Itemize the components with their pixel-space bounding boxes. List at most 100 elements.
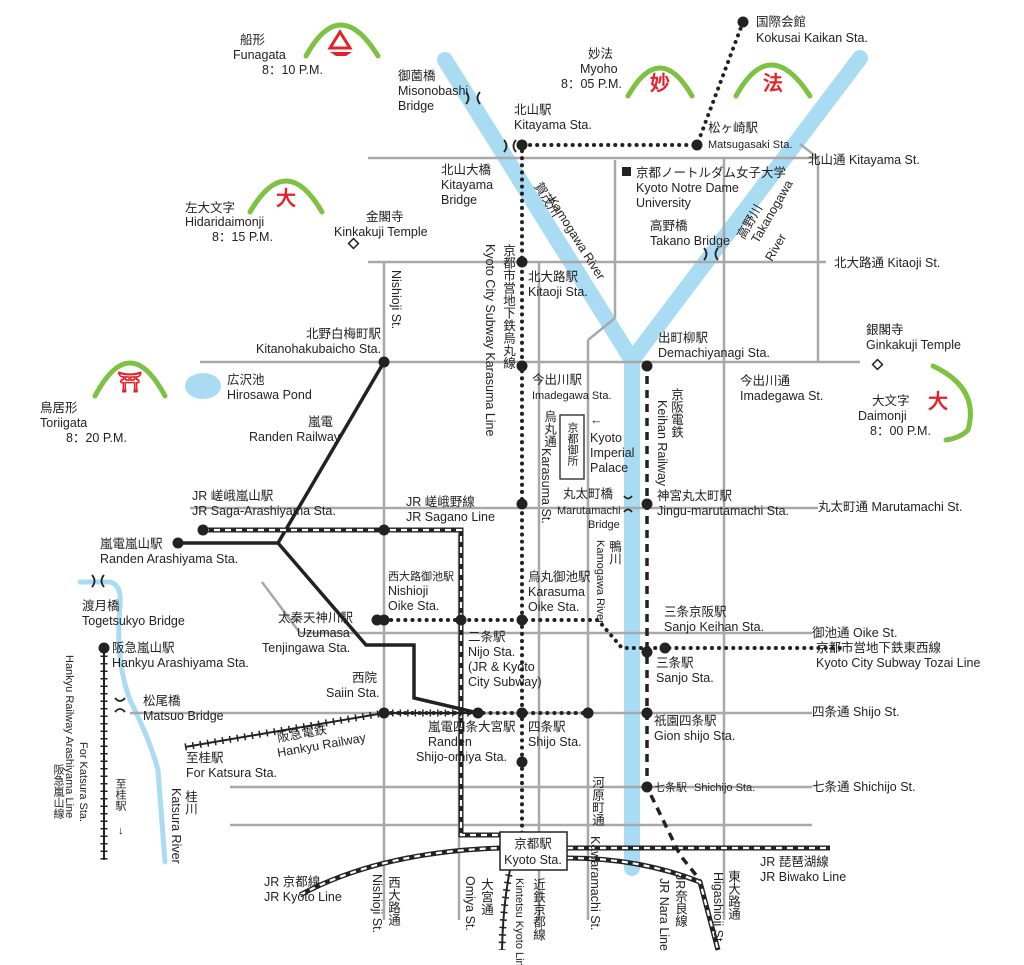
sanjo-ja: 三条駅 xyxy=(656,656,694,670)
bonfire-hills xyxy=(92,22,973,443)
toriigata-ja: 鳥居形 xyxy=(40,400,78,415)
station-kitaoji[interactable] xyxy=(516,256,528,268)
kitanohakubaicho-ja: 北野白梅町駅 xyxy=(306,326,382,341)
station-shijo-omiya[interactable] xyxy=(472,707,484,719)
funagata-ja: 船形 xyxy=(240,33,266,47)
station-saga[interactable] xyxy=(197,524,209,536)
palace-ja: 京都御所 xyxy=(566,421,579,467)
matsugasaki-en: Matsugasaki Sta. xyxy=(708,139,792,151)
myoho-time: 8：05 P.M. xyxy=(561,77,622,91)
daimonji-en: Daimonji xyxy=(858,409,907,423)
randen-railway xyxy=(178,361,479,715)
biwako-en: JR Biwako Line xyxy=(760,870,846,884)
uzumasa-en1: Uzumasa xyxy=(297,626,350,640)
station-nijo[interactable] xyxy=(455,614,467,626)
ginkakuji-en: Ginkakuji Temple xyxy=(866,338,961,352)
nishioji-st-ja: 西大路通 xyxy=(386,876,400,926)
jingu-en: Jingu-marutamachi Sta. xyxy=(657,504,789,518)
togetsukyo-en: Togetsukyo Bridge xyxy=(82,614,185,628)
station-gojo[interactable] xyxy=(516,756,528,768)
station-imadegawa[interactable] xyxy=(516,360,528,372)
station-emmachi[interactable] xyxy=(378,524,390,536)
station-demachiyanagi[interactable] xyxy=(641,360,653,372)
takano-ja: 高野橋 xyxy=(650,218,688,233)
biwako-ja: JR 琵琶湖線 xyxy=(760,854,829,869)
station-shichijo[interactable] xyxy=(641,781,653,793)
karasuma-line-en: Kyoto City Subway Karasuma Line xyxy=(483,244,497,437)
station-randen-arashiyama[interactable] xyxy=(172,537,184,549)
shijo-omiya-en1: Randen xyxy=(428,735,472,749)
station-kitanohakubaicho[interactable] xyxy=(378,356,390,368)
station-sanjo-keihan[interactable] xyxy=(659,642,671,654)
shichijo-st: 七条通 Shichijo St. xyxy=(812,780,916,794)
hankyu-arashiyama-sta-ja: 阪急嵐山駅 xyxy=(112,640,175,655)
notre-dame-ja: 京都ノートルダム女子大学 xyxy=(636,165,786,180)
station-sanjo[interactable] xyxy=(641,646,653,658)
karasuma-oike-ja: 烏丸御池駅 xyxy=(528,569,591,584)
hirosawa-en: Hirosawa Pond xyxy=(227,388,312,402)
omiya-st-ja: 大宮通 xyxy=(479,878,493,916)
kitaoji-sta-ja: 北大路駅 xyxy=(528,269,579,284)
station-kokusai[interactable] xyxy=(737,16,749,28)
imadegawa-sta-en: Imadegawa Sta. xyxy=(532,390,612,402)
station-marutamachi[interactable] xyxy=(516,498,528,510)
nijo-en3: City Subway) xyxy=(468,675,542,689)
daimonji-time: 8：00 P.M. xyxy=(870,424,931,438)
station-nishioji-oike[interactable] xyxy=(378,614,390,626)
katsura-sta-ja: 至桂駅 xyxy=(186,750,224,765)
kitayama-st: 北山通 Kitayama St. xyxy=(808,153,920,167)
station-shijo[interactable] xyxy=(516,707,528,719)
katsura-river xyxy=(77,579,168,865)
takano-en: Takano Bridge xyxy=(650,234,730,248)
sagano-en: JR Sagano Line xyxy=(406,510,495,524)
jr-kyoto-ja: JR 京都線 xyxy=(264,874,321,889)
hidaridaimonji-en: Hidaridaimonji xyxy=(185,215,264,229)
nara-en: JR Nara Line xyxy=(657,878,671,951)
toriigata-en: Toriigata xyxy=(40,416,87,430)
daimonji-char: 大 xyxy=(928,389,948,413)
saga-ja: JR 嵯峨嵐山駅 xyxy=(192,489,274,503)
uzumasa-en2: Tenjingawa Sta. xyxy=(262,641,350,655)
jr-kyoto-en: JR Kyoto Line xyxy=(264,890,342,904)
marutamachi-bridge-ja: 丸太町橋 xyxy=(563,486,614,501)
notre-dame-en1: Kyoto Notre Dame xyxy=(636,181,739,195)
for-katsura-en-vertical: For Katsura Sta. xyxy=(77,742,89,822)
sanjo-en: Sanjo Sta. xyxy=(656,671,714,685)
karasuma-oike-en2: Oike Sta. xyxy=(528,600,579,614)
saiin-en: Saiin Sta. xyxy=(326,686,380,700)
nishioji-oike-en2: Oike Sta. xyxy=(388,599,439,613)
matsugasaki-ja: 松ヶ崎駅 xyxy=(708,121,759,135)
misonobashi-ja: 御薗橋 xyxy=(398,68,436,83)
marutamachi-st: 丸太町通 Marutamachi St. xyxy=(818,499,962,514)
station-matsugasaki[interactable] xyxy=(691,139,703,151)
kitayama-bridge-ja: 北山大橋 xyxy=(441,163,492,177)
kyoto-sta-en: Kyoto Sta. xyxy=(504,853,562,867)
station-karasuma-oike[interactable] xyxy=(516,614,528,626)
kitayama-sta-en: Kitayama Sta. xyxy=(514,118,592,132)
notre-dame-icon xyxy=(622,167,631,176)
ginkakuji-icon xyxy=(871,358,884,371)
takanogawa-en2: River xyxy=(762,231,789,263)
nijo-en1: Nijo Sta. xyxy=(468,645,515,659)
nishioji-st-en: Nishioji St. xyxy=(370,874,384,933)
myoho-char-2: 法 xyxy=(763,71,783,95)
togetsukyo-ja: 渡月橋 xyxy=(82,598,120,613)
station-hankyu-arashiyama[interactable] xyxy=(98,642,110,654)
saiin-ja: 西院 xyxy=(352,671,378,685)
station-kitayama[interactable] xyxy=(516,139,528,151)
hidaridaimonji-time: 8：15 P.M. xyxy=(212,230,273,244)
hankyu-arashiyama-en: Hankyu Railway Arashiyama Line xyxy=(63,655,75,818)
station-jingu[interactable] xyxy=(641,498,653,510)
station-karasuma[interactable] xyxy=(582,707,594,719)
station-saiin[interactable] xyxy=(378,707,390,719)
saga-en: JR Saga-Arashiyama Sta. xyxy=(192,504,336,518)
nijo-en2: (JR & Kyoto xyxy=(468,660,535,674)
keihan-ja: 京阪電鉄 xyxy=(669,388,683,438)
kitayama-bridge-en1: Kitayama xyxy=(441,178,493,192)
kyoto-station-box[interactable] xyxy=(499,831,568,871)
station-gion-shijo[interactable] xyxy=(641,707,653,719)
rivers xyxy=(77,50,868,876)
karasuma-oike-en1: Karasuma xyxy=(528,585,585,599)
palace-en2: Imperial xyxy=(590,446,634,460)
